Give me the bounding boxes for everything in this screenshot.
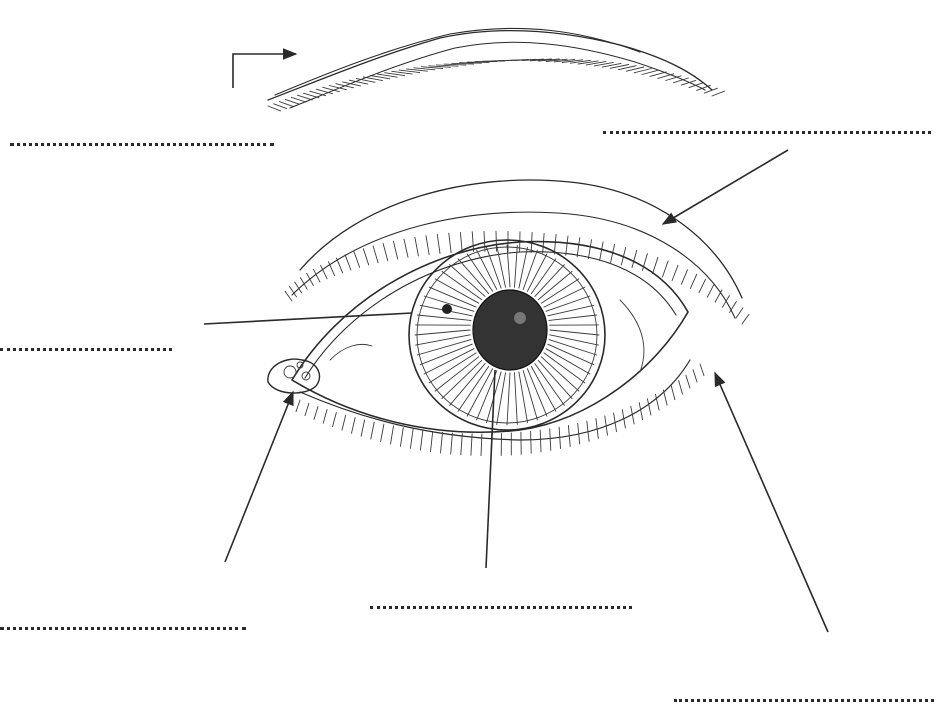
eyebrow <box>268 28 725 110</box>
answer-blank-pupil[interactable] <box>0 348 172 351</box>
answer-blank-tear-duct[interactable] <box>0 627 246 630</box>
eyelid-pointer-arrow <box>663 150 788 224</box>
answer-blank-eyelashes[interactable] <box>674 699 934 702</box>
iris-highlight-dot <box>442 304 452 314</box>
eyebrow-pointer-arrow <box>233 54 296 88</box>
answer-blank-eyebrow[interactable] <box>10 143 274 146</box>
answer-blank-eyelid[interactable] <box>603 131 931 134</box>
iris-pointer-line <box>486 370 495 568</box>
eyelashes-pointer-arrow <box>715 373 828 632</box>
answer-blank-iris[interactable] <box>370 606 632 609</box>
pupil-pointer-line <box>204 313 412 324</box>
tear-duct-pointer-arrow <box>225 392 293 562</box>
pupil <box>473 290 547 370</box>
